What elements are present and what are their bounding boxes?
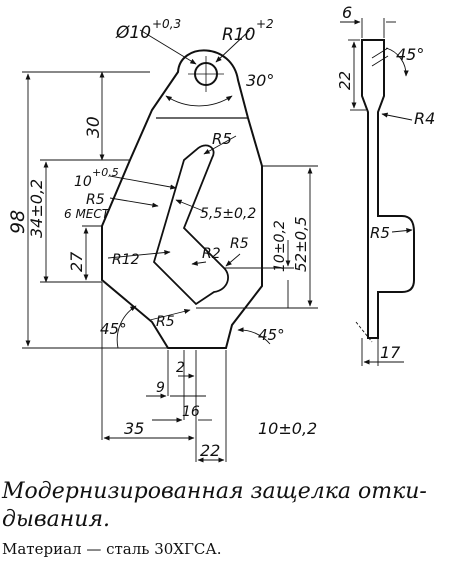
angle-right-label: 45° [258,326,285,344]
angle-left-label: 45° [100,320,127,338]
dim-34-label: 34±0,2 [27,179,46,238]
side-r4-label: R4 [414,109,435,128]
eye-radius-tolerance-label: +2 [256,17,274,31]
slot-width-label: 10 [74,174,92,190]
material-note: Материал — сталь 30ХГСА. [2,540,222,558]
dim-16-label: 16 [182,404,200,420]
r5-right-label: R5 [230,236,249,252]
latch-outline [101,49,263,349]
dim-10-bottom-label: 10±0,2 [258,419,317,438]
side-dim-17-label: 17 [380,343,401,362]
side-profile [361,39,415,339]
dim-98-label: 98 [7,210,29,234]
hole-diameter-label: Ø10 [115,23,151,43]
front-view [101,49,263,349]
dim-27-label: 27 [67,251,86,272]
caption-title-line2: дывания. [2,507,111,532]
side-dim-22-label: 22 [336,71,354,90]
side-dim-6-label: 6 [342,3,352,22]
dim-30-label: 30 [84,116,104,138]
dim-9-label: 9 [156,380,165,396]
eye-radius-label: R10 [222,25,255,45]
eye-angle-label: 30° [246,71,274,90]
dim-52-label: 52±0,5 [292,216,310,272]
dim-5-5-label: 5,5±0,2 [200,206,256,222]
side-view [361,39,415,339]
side-r5-label: R5 [370,224,390,242]
dim-35-label: 35 [124,419,144,438]
r12-label: R12 [112,252,140,268]
dim-10-label: 10±0,2 [272,220,288,272]
r5-bottom-label: R5 [156,314,175,330]
dim-2-label: 2 [176,360,185,376]
side-dimensions [340,18,413,366]
dim-22-label: 22 [200,441,220,460]
corners-count-label: 6 МЕСТ [64,207,111,221]
inner-slot [152,144,229,306]
figure-caption: Модернизированная защелка отки- дывания. [0,478,459,534]
r5-top-label: R5 [212,130,232,148]
technical-drawing: Ø10 +0,3 R10 +2 30° 30 98 34±0,2 27 10 +… [7,3,435,463]
front-dimensions [22,29,318,463]
r5-corners-label: R5 [86,192,105,208]
r2-label: R2 [202,246,221,262]
caption-title-line1: Модернизированная защелка отки- [2,479,427,504]
slot-width-tolerance-label: +0,5 [92,166,119,179]
side-angle-label: 45° [396,45,424,64]
hole-tolerance-label: +0,3 [152,17,181,31]
